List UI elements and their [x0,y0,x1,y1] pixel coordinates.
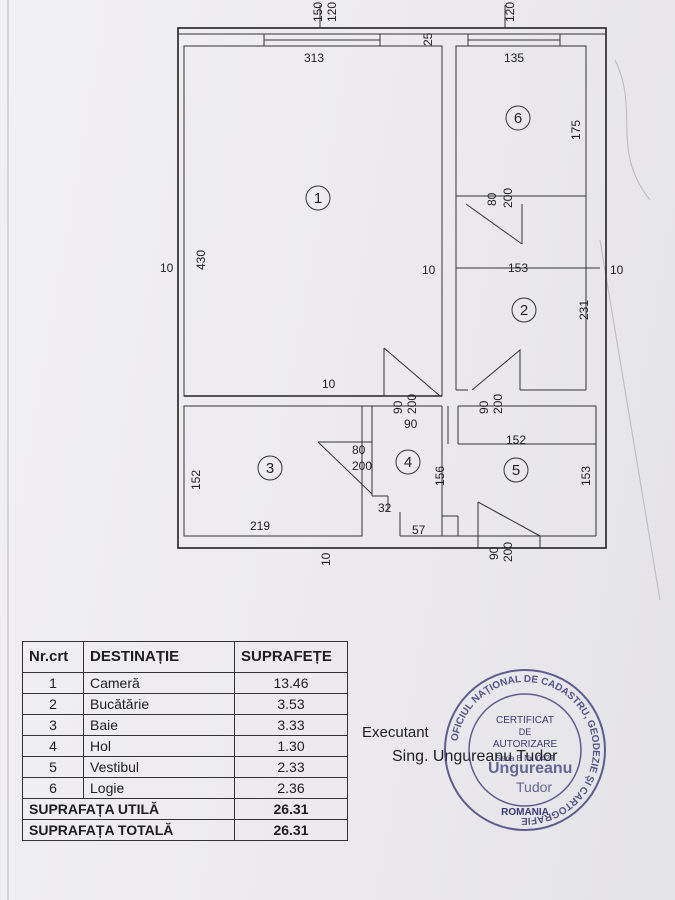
row-destinatie: Cameră [83,672,235,694]
dim-mid-10b: 10 [322,377,336,391]
room-2-number: 2 [520,302,528,319]
lower-walls [183,405,597,548]
row-suprafata: 2.33 [234,756,348,778]
room-2-walls [456,267,600,391]
room-6-marker [505,105,531,131]
dim-175: 175 [569,120,583,140]
row-destinatie: Bucătărie [83,693,235,715]
row-destinatie: Logie [83,777,235,799]
util-value: 26.31 [234,798,348,820]
dim-right-10: 10 [610,263,624,277]
table-header-row: Nr.crt DESTINAȚIE SUPRAFEȚE [22,641,348,673]
room-4-marker [395,449,421,475]
door-90-label-d: 90 [487,546,501,560]
dim-153: 153 [508,261,528,275]
door-200-label-c: 200 [352,459,372,473]
dim-top-150: 150 [311,2,325,22]
room-1-door [383,347,442,397]
row-suprafata: 13.46 [234,672,348,694]
surface-table: Nr.crt DESTINAȚIE SUPRAFEȚE 1 Cameră 13.… [22,641,348,841]
stamp-line-4: Seria B Nr. 0427 [496,754,555,763]
room-1-marker [305,185,331,211]
total-label: SUPRAFAȚA TOTALĂ [22,819,235,841]
total-row: SUPRAFAȚA TOTALĂ 26.31 [22,819,348,841]
header-nr: Nr.crt [22,641,84,673]
row-suprafata: 3.53 [234,693,348,715]
dim-152b: 152 [189,470,203,490]
dim-219: 219 [250,519,270,533]
dim-430: 430 [194,250,208,270]
table-row: 2 Bucătărie 3.53 [22,693,348,715]
room-2-marker [511,297,537,323]
dim-32: 32 [378,501,392,515]
handwritten-signature-2: Tudor [516,779,553,795]
dim-top-120: 120 [325,2,339,22]
row-destinatie: Vestibul [83,756,235,778]
room-6-walls [455,45,587,390]
door-90-label-b: 90 [477,400,491,414]
row-suprafata: 2.36 [234,777,348,799]
dim-90: 90 [404,417,418,431]
outer-walls [177,5,607,549]
dim-153b: 153 [579,466,593,486]
row-nr: 3 [22,714,84,736]
ghost-lines [7,0,661,900]
dimension-labels: 150 120 313 25 120 135 175 80 200 430 10… [160,2,624,566]
handwritten-signature-1: Ungureanu [488,760,573,777]
room-1-number: 1 [314,190,322,207]
door-90-label-a: 90 [391,400,405,414]
util-row: SUPRAFAȚA UTILĂ 26.31 [22,798,348,820]
dim-135: 135 [504,51,524,65]
row-nr: 1 [22,672,84,694]
door-200-label-d: 200 [501,542,515,562]
row-nr: 6 [22,777,84,799]
room-5-number: 5 [512,462,520,479]
stamp-line-2: DE [519,727,532,737]
table-row: 4 Hol 1.30 [22,735,348,757]
dim-top-120b: 120 [503,2,517,22]
row-nr: 2 [22,693,84,715]
header-suprafete: SUPRAFEȚE [234,641,348,673]
door-200-label-b: 200 [491,394,505,414]
dim-57: 57 [412,523,426,537]
total-value: 26.31 [234,819,348,841]
executant-name: Sing. Ungureanu Tudor [392,748,558,765]
table-row: 3 Baie 3.33 [22,714,348,736]
room-number-markers: 1 2 3 4 5 6 [257,105,537,483]
executant-label: Executant [362,724,429,741]
room-3-marker [257,455,283,481]
door-80-label-c: 80 [352,443,366,457]
dim-mid-10a: 10 [422,263,436,277]
room-5-marker [503,457,529,483]
table-row: 6 Logie 2.36 [22,777,348,799]
dim-156: 156 [433,466,447,486]
stamp-line-3: AUTORIZARE [493,739,558,750]
row-nr: 4 [22,735,84,757]
dim-231: 231 [577,300,591,320]
room-3-number: 3 [266,460,274,477]
door-200-label-a: 200 [405,394,419,414]
row-destinatie: Hol [83,735,235,757]
authorization-stamp: OFICIUL NAȚIONAL DE CADASTRU, GEODEZIE Ș… [444,669,606,831]
row-nr: 5 [22,756,84,778]
stamp-country: ROMANIA [501,807,549,818]
util-label: SUPRAFAȚA UTILĂ [22,798,235,820]
table-row: 5 Vestibul 2.33 [22,756,348,778]
dim-152: 152 [506,433,526,447]
dim-bottom-10: 10 [319,552,333,566]
stamp-line-1: CERTIFICAT [496,715,554,726]
row-suprafata: 1.30 [234,735,348,757]
room-4-number: 4 [404,454,412,471]
dim-313: 313 [304,51,324,65]
header-destinatie: DESTINAȚIE [83,641,235,673]
dim-25: 25 [421,32,435,46]
door-200-label: 200 [501,188,515,208]
row-suprafata: 3.33 [234,714,348,736]
door-80-label: 80 [485,192,499,206]
row-destinatie: Baie [83,714,235,736]
table-row: 1 Cameră 13.46 [22,672,348,694]
room-6-number: 6 [514,110,522,127]
dim-left-10: 10 [160,261,174,275]
